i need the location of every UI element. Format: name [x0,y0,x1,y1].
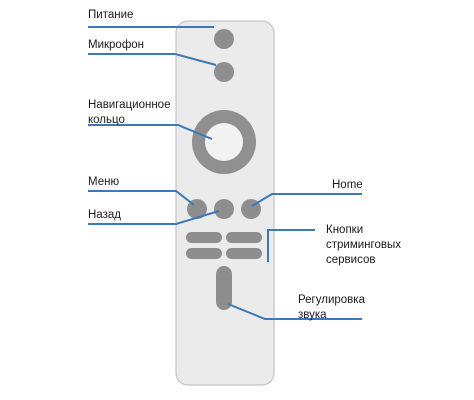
leader-line-microphone [88,53,217,66]
streaming-button-top-right [226,232,262,243]
label-power: Питание [88,9,134,21]
label-streaming-buttons: Кнопки стриминговых сервисов [326,224,401,266]
leader-line-nav-ring [88,124,213,140]
leader-line-streaming [267,229,315,262]
label-home: Home [332,179,363,191]
label-microphone: Микрофон [88,39,145,51]
label-menu: Меню [88,176,120,188]
label-volume: Регулировка звука [298,294,365,321]
streaming-button-bottom-left [186,248,222,259]
leader-line-volume [227,303,362,320]
microphone-button [214,62,234,82]
leader-line-home [251,193,362,207]
leader-line-menu [88,190,195,206]
streaming-button-top-left [186,232,222,243]
label-back: Назад [88,209,121,221]
label-navigation-ring: Навигационное кольцо [88,99,171,126]
volume-rocker [216,266,232,310]
back-button [214,199,234,219]
power-button [214,29,234,49]
leader-line-back [88,210,220,225]
navigation-ring-center [205,123,243,161]
streaming-button-bottom-right [226,248,262,259]
